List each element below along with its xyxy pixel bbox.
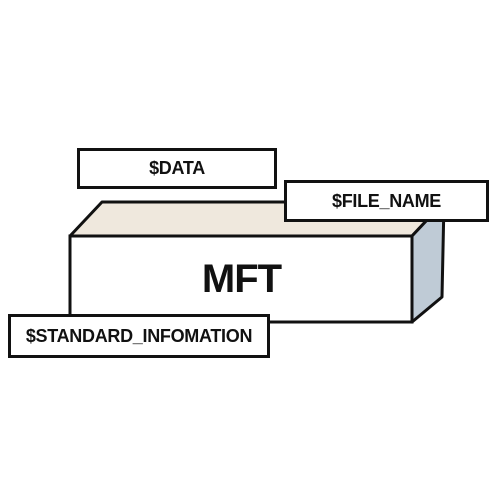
attribute-data-label: $DATA bbox=[77, 148, 277, 189]
mft-label: MFT bbox=[201, 256, 282, 301]
attribute-standard-information-label: $STANDARD_INFOMATION bbox=[8, 314, 270, 358]
mft-block-front-face bbox=[68, 234, 414, 324]
attribute-file-name-label: $FILE_NAME bbox=[284, 180, 489, 222]
